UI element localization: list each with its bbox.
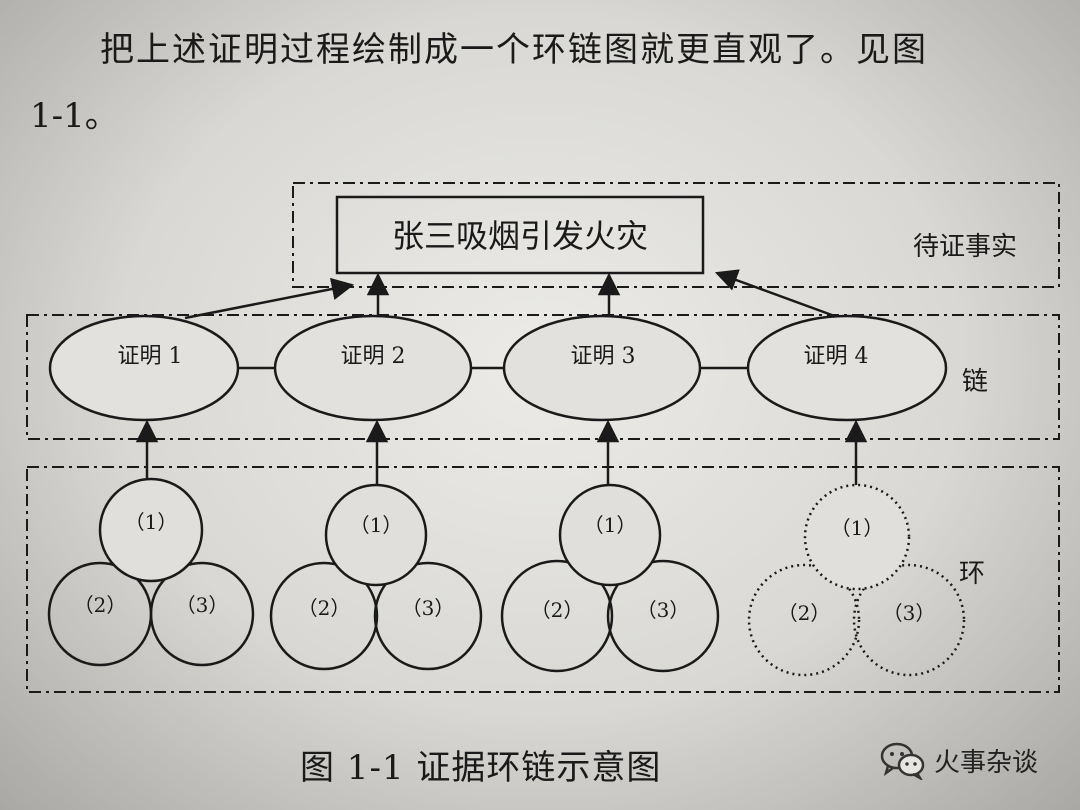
ring-item-label: （3） bbox=[176, 593, 229, 617]
watermark: 火事杂谈 bbox=[880, 740, 1038, 780]
arrow-proof1-fact bbox=[184, 277, 355, 320]
ring-circle-dotted bbox=[747, 563, 861, 677]
ring-item-label: （3） bbox=[402, 596, 455, 620]
ring-item-label: （1） bbox=[584, 513, 637, 537]
ring-circle bbox=[98, 477, 204, 583]
ring-circle bbox=[149, 561, 255, 667]
ring-circle bbox=[324, 483, 428, 587]
fact-group-frame bbox=[292, 182, 1060, 288]
ring-item-label: （2） bbox=[531, 598, 584, 622]
ring-item-label: （2） bbox=[778, 601, 831, 625]
ring-cluster-3: （1） （2） （3） bbox=[500, 483, 720, 673]
ring-item-label: （2） bbox=[74, 593, 127, 617]
chain-group-label: 链 bbox=[962, 367, 988, 397]
intro-text-line2: 1-1。 bbox=[30, 96, 119, 136]
fact-label: 张三吸烟引发火灾 bbox=[392, 217, 648, 255]
figure-caption: 图 1-1 证据环链示意图 bbox=[300, 748, 662, 788]
chain-group-frame bbox=[26, 314, 1060, 440]
ring-circle-dotted bbox=[852, 563, 966, 677]
ring-group-frame bbox=[26, 466, 1060, 693]
ring-item-label: （3） bbox=[637, 598, 690, 622]
arrow-proof4-fact bbox=[714, 269, 841, 320]
ring-item-label: （1） bbox=[831, 516, 884, 540]
proof-label-1: 证明 1 bbox=[118, 344, 183, 369]
wechat-icon bbox=[880, 742, 925, 780]
ring-group-label: 环 bbox=[959, 559, 985, 589]
ring-circle bbox=[500, 559, 614, 673]
watermark-text: 火事杂谈 bbox=[934, 747, 1039, 778]
ring-circle bbox=[269, 561, 379, 671]
ring-cluster-2: （1） （2） （3） bbox=[269, 483, 483, 671]
ring-circle-dotted bbox=[803, 483, 911, 591]
proof-label-4: 证明 4 bbox=[804, 344, 869, 369]
proof-label-3: 证明 3 bbox=[571, 344, 636, 369]
proof-label-2: 证明 2 bbox=[341, 344, 406, 369]
fact-group-label: 待证事实 bbox=[913, 232, 1017, 262]
ring-cluster-1: （1） （2） （3） bbox=[47, 477, 255, 667]
ring-circle bbox=[558, 483, 662, 587]
ring-item-label: （3） bbox=[883, 601, 936, 625]
fact-box bbox=[335, 195, 705, 275]
ring-cluster-4: （1） （2） （3） bbox=[747, 483, 966, 677]
intro-text-line1: 把上述证明过程绘制成一个环链图就更直观了。见图 bbox=[100, 30, 928, 70]
ring-circle bbox=[606, 559, 720, 673]
ring-item-label: （1） bbox=[125, 510, 178, 534]
ring-item-label: （2） bbox=[298, 596, 351, 620]
ring-item-label: （1） bbox=[350, 513, 403, 537]
ring-circle bbox=[373, 561, 483, 671]
